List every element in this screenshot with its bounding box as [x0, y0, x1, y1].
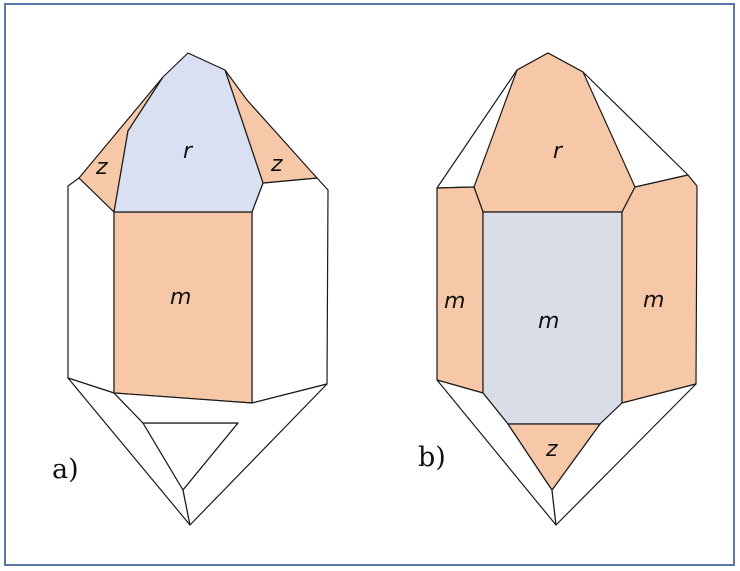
- crystal-b-bottom-right-face: [551, 383, 697, 526]
- crystal-a-r-label: r: [183, 139, 194, 164]
- crystal-b-m-right-label: m: [643, 288, 664, 313]
- crystal-b-z-label: z: [545, 437, 558, 462]
- crystal-b: r m m m z b): [418, 52, 698, 526]
- crystal-a-bottom-right-face: [113, 383, 328, 526]
- crystal-b-r-label: r: [553, 139, 564, 164]
- crystal-a-m-label: m: [170, 285, 191, 310]
- crystal-a-left-prism-face: [67, 177, 115, 394]
- panel-a-label: a): [52, 454, 79, 485]
- crystal-a: r z z m a): [52, 52, 329, 526]
- crystal-a-z-left-label: z: [95, 155, 108, 180]
- crystal-b-z-face: [507, 423, 601, 491]
- panel-b-label: b): [418, 442, 446, 473]
- crystal-a-right-prism-face: [251, 177, 329, 404]
- crystal-a-r-face: [113, 52, 264, 213]
- crystal-b-m-center-label: m: [538, 309, 559, 334]
- crystal-b-r-face: [473, 52, 636, 213]
- crystal-a-z-right-label: z: [270, 152, 283, 177]
- crystal-b-m-left-label: m: [444, 289, 465, 314]
